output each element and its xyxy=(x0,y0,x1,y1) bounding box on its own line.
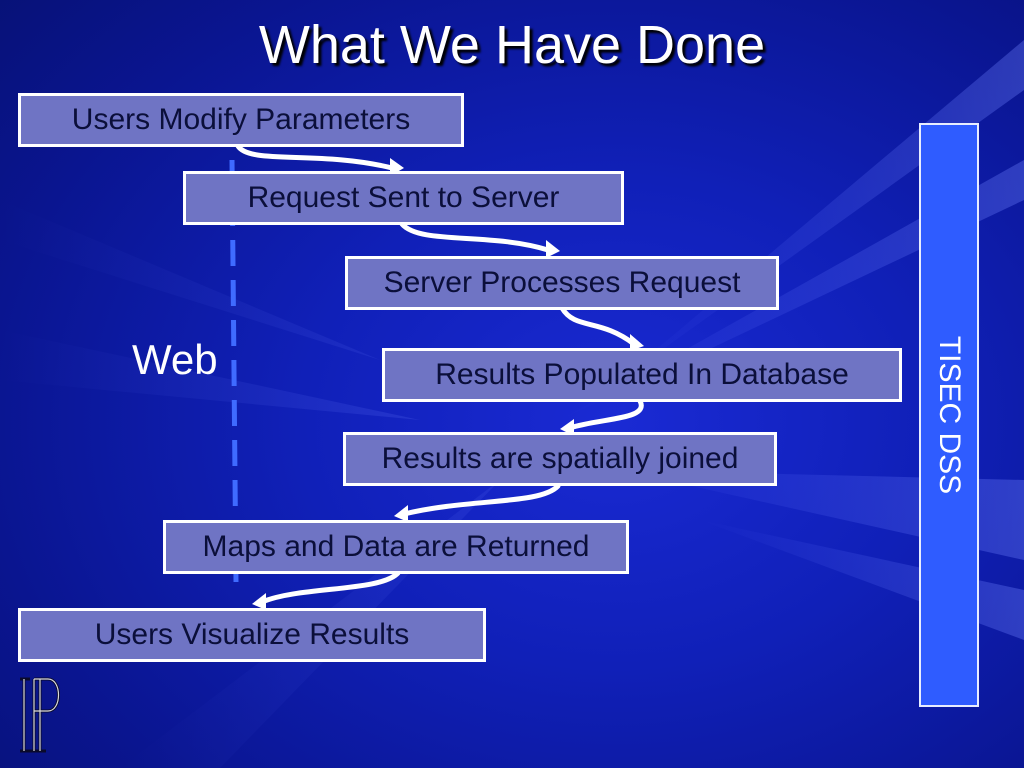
slide-title: What We Have Done xyxy=(258,15,766,75)
logo-icon xyxy=(20,677,60,753)
tisec-dss-label: TISEC DSS xyxy=(933,335,966,495)
connector-3 xyxy=(559,305,637,347)
connector-5 xyxy=(401,483,561,517)
step-server-processes-request: Server Processes Request xyxy=(345,256,779,310)
step-users-visualize-results: Users Visualize Results xyxy=(18,608,486,662)
arrow-icon xyxy=(546,240,560,258)
step-maps-and-data-returned: Maps and Data are Returned xyxy=(163,520,629,574)
tisec-dss-bar: TISEC DSS xyxy=(919,123,979,707)
arrow-icon xyxy=(394,505,408,522)
step-results-populated-in-database: Results Populated In Database xyxy=(382,348,902,402)
web-label: Web xyxy=(132,336,218,383)
step-users-modify-parameters: Users Modify Parameters xyxy=(18,93,464,147)
arrow-icon xyxy=(252,593,266,610)
connector-1 xyxy=(235,143,395,171)
step-request-sent-to-server: Request Sent to Server xyxy=(183,171,624,225)
connector-6 xyxy=(259,570,401,605)
arrow-icon xyxy=(560,419,574,436)
web-dashed-line xyxy=(229,159,239,583)
step-results-spatially-joined: Results are spatially joined xyxy=(343,432,777,486)
arrow-icon xyxy=(630,334,644,351)
connector-4 xyxy=(567,398,644,431)
connector-2 xyxy=(399,221,551,253)
